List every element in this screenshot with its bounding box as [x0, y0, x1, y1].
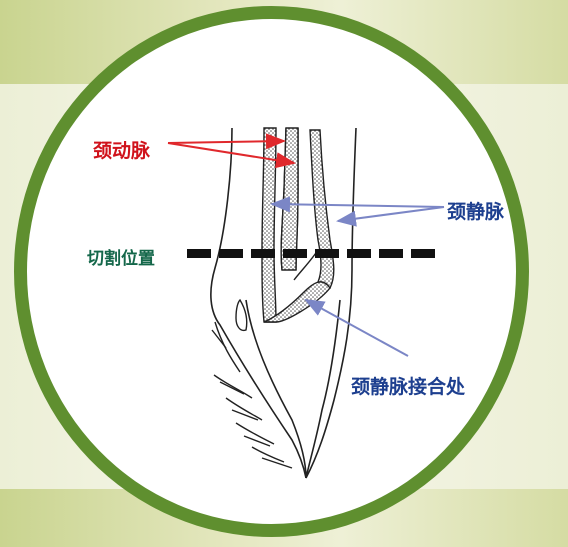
carotid-label: 颈动脉: [93, 136, 150, 163]
cut-position-label: 切割位置: [87, 244, 155, 269]
carotid-artery: [281, 128, 298, 270]
neck-outline: [211, 128, 356, 478]
jugular-vein-right: [310, 130, 334, 288]
jugular-label: 颈静脉: [447, 197, 504, 224]
cut-position-line: [187, 249, 435, 258]
junction-arrow: [306, 300, 408, 356]
jugular-arrow-2: [338, 207, 444, 221]
junction-label: 颈静脉接合处: [351, 372, 465, 399]
jugular-vein-left: [262, 128, 276, 322]
